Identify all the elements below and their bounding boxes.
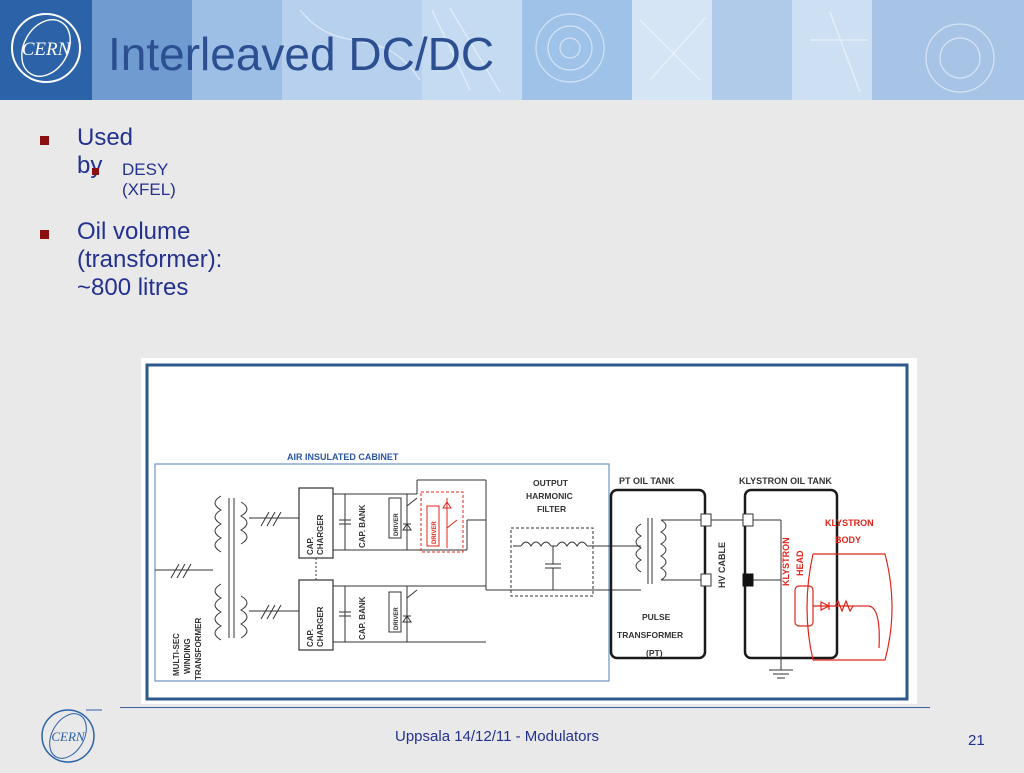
primary-coil: [214, 495, 222, 553]
main-transformer-label: MULTI-SEC: [172, 633, 181, 676]
red-driver-block: [420, 491, 464, 553]
main-transformer-label: TRANSFORMER: [194, 618, 203, 680]
cap-charger-bottom: [298, 579, 334, 651]
cern-logo-icon: CERN: [11, 13, 81, 83]
main-transformer-label: WINDING: [183, 638, 192, 674]
svg-text:CERN: CERN: [51, 729, 86, 744]
filter-label: FILTER: [537, 504, 566, 514]
diagram-border: [145, 363, 909, 701]
cern-logo-header: CERN: [0, 0, 92, 100]
cap-bank-label: CAP. BANK: [358, 504, 367, 548]
klystron-head-label: KLYSTRON: [781, 537, 791, 586]
klystron-head-label: HEAD: [795, 550, 805, 576]
pulse-transformer-label: (PT): [646, 648, 663, 658]
cap-bank-label: CAP. BANK: [358, 596, 367, 640]
klystron-body-label: BODY: [835, 535, 861, 545]
slide-title: Interleaved DC/DC: [108, 28, 495, 80]
cap-charger-label: CHARGER: [316, 606, 325, 647]
pt-primary: [635, 523, 642, 573]
banner-background-image: [92, 0, 1024, 100]
secondary-coil: [240, 501, 248, 545]
driver-label-red: DRIVER: [432, 521, 438, 544]
air-cabinet-label: AIR INSULATED CABINET: [287, 452, 399, 462]
page-number: 21: [968, 732, 985, 749]
filter-label: HARMONIC: [526, 491, 573, 501]
circuit-diagram-svg: AIR INSULATED CABINET CAP. CHARGER CAP.: [145, 363, 909, 701]
footer-divider: [120, 707, 930, 708]
cern-logo-footer: CERN: [36, 706, 106, 773]
pt-oil-tank-label: PT OIL TANK: [619, 476, 675, 486]
pt-secondary: [660, 519, 667, 581]
air-cabinet-box: [154, 463, 610, 682]
klystron-body: [794, 553, 893, 661]
driver-box: [388, 591, 402, 633]
primary-coil: [214, 583, 222, 641]
bullet-marker: [40, 230, 49, 239]
pulse-transformer-label: TRANSFORMER: [617, 630, 683, 640]
driver-label: DRIVER: [394, 513, 400, 536]
circuit-diagram: AIR INSULATED CABINET CAP. CHARGER CAP.: [141, 358, 917, 704]
klystron-oil-tank-label: KLYSTRON OIL TANK: [739, 476, 832, 486]
cap-charger-label: CHARGER: [316, 514, 325, 555]
filter-label: OUTPUT: [533, 478, 569, 488]
sub-bullet-marker: [92, 168, 99, 175]
driver-box-red: [426, 505, 440, 547]
hv-cable-label: HV CABLE: [717, 542, 727, 588]
cap-charger-label: CAP.: [306, 537, 315, 555]
svg-text:CERN: CERN: [22, 39, 72, 60]
header-banner: CERN Interleaved DC/DC: [0, 0, 1024, 100]
cap-charger-label: CAP.: [306, 629, 315, 647]
klystron-body-label: KLYSTRON: [825, 518, 874, 528]
driver-label: DRIVER: [394, 607, 400, 630]
driver-box: [388, 497, 402, 539]
footer-text: Uppsala 14/12/11 - Modulators: [395, 728, 600, 745]
cern-logo-icon: CERN: [41, 709, 102, 763]
harmonic-filter-box: [510, 527, 594, 597]
bullet-oil-volume: Oil volume (transformer): ~800 litres: [77, 218, 223, 301]
bullet-marker: [40, 136, 49, 145]
secondary-coil: [240, 595, 248, 639]
bullet-desy: DESY (XFEL): [122, 160, 176, 199]
pulse-transformer-label: PULSE: [642, 612, 671, 622]
